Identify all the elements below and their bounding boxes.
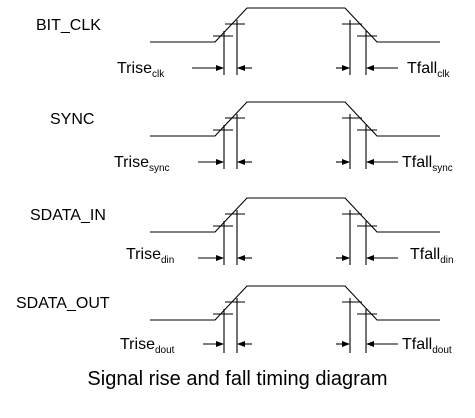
- signal-row-sync: SYNC Trisesync Tfallsync: [50, 101, 453, 174]
- signal-row-sdata-in: SDATA_IN Trisedin Tfalldin: [30, 197, 454, 266]
- waveform: [150, 285, 440, 321]
- signal-row-sdata-out: SDATA_OUT Trisedout Tfalldout: [16, 285, 452, 356]
- waveform: [150, 101, 440, 137]
- fall-time-label: Tfalldout: [402, 336, 452, 356]
- rise-time-label: Trisedin: [126, 246, 174, 266]
- signal-row-bit-clk: BIT_CLK Triseclk Tfallclk: [36, 7, 450, 80]
- fall-time-label: Tfallsync: [402, 154, 453, 174]
- waveform: [150, 7, 440, 43]
- fall-time-label: Tfallclk: [407, 60, 450, 80]
- rise-time-label: Trisesync: [114, 154, 170, 174]
- signal-name: SDATA_OUT: [16, 295, 110, 312]
- signal-name: SDATA_IN: [30, 207, 106, 224]
- fall-time-label: Tfalldin: [410, 246, 454, 266]
- rise-time-label: Trisedout: [120, 336, 175, 356]
- signal-name: BIT_CLK: [36, 17, 101, 34]
- waveform: [150, 197, 440, 233]
- figure-caption: Signal rise and fall timing diagram: [87, 368, 388, 390]
- signal-name: SYNC: [50, 111, 94, 128]
- rise-time-label: Triseclk: [117, 60, 165, 80]
